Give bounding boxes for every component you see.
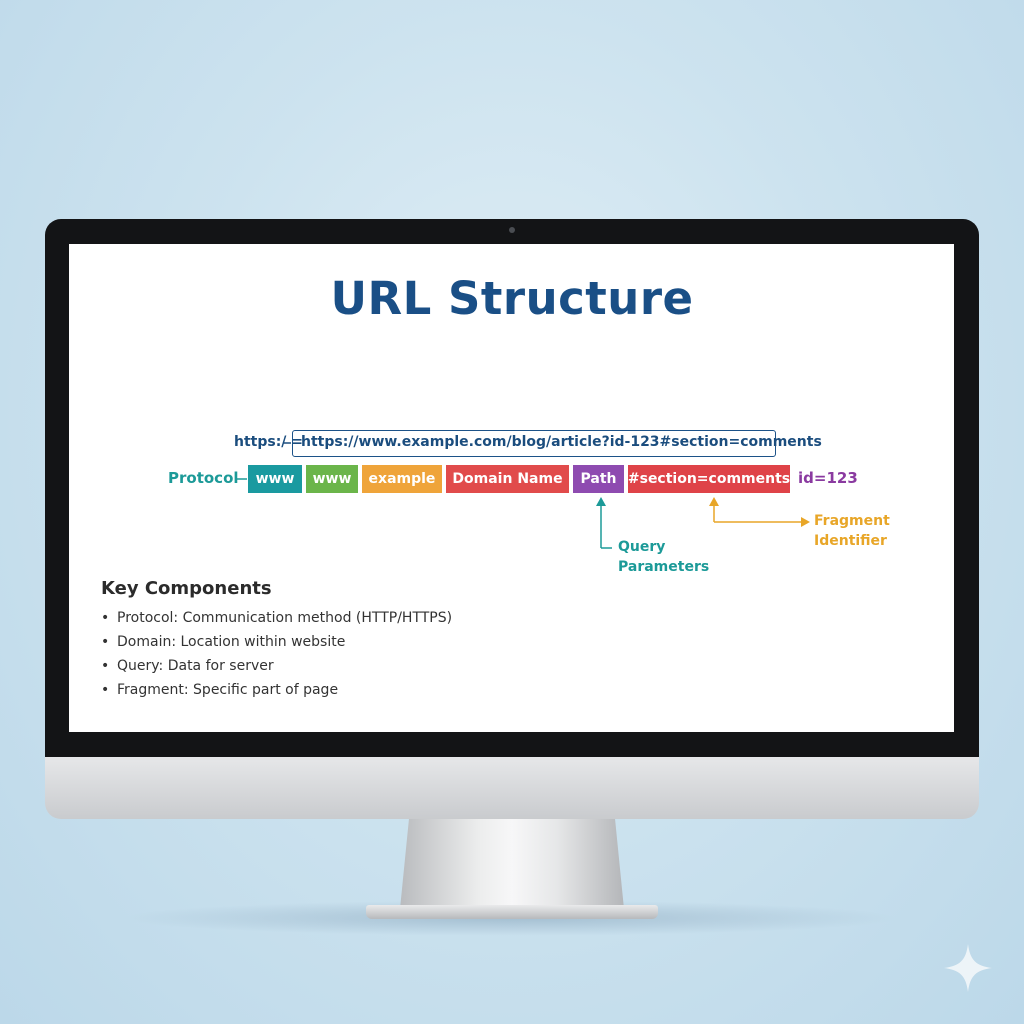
protocol-label: Protocol: [168, 469, 239, 487]
camera-icon: [509, 227, 515, 233]
fragment-annotation-line-1: Fragment: [814, 513, 890, 529]
list-item-term: Protocol:: [117, 610, 179, 626]
list-item: •Protocol: Communication method (HTTP/HT…: [101, 610, 453, 626]
segment-www-1: www: [248, 465, 302, 493]
fragment-arrowhead-right: [801, 517, 810, 527]
query-id-label: id=123: [798, 469, 858, 487]
list-item-term: Fragment:: [117, 682, 189, 698]
monitor-stand: [400, 819, 624, 909]
list-item-desc: Specific part of page: [193, 682, 339, 698]
url-box: https://www.example.com/blog/article?id-…: [292, 430, 822, 457]
protocol-abbreviation: https:/ =: [234, 434, 304, 450]
segment-fragment: #section=comments: [628, 465, 790, 493]
fragment-arrow: [713, 503, 804, 523]
segment-www-2: www: [306, 465, 358, 493]
list-item-desc: Communication method (HTTP/HTTPS): [182, 610, 453, 626]
list-item-desc: Data for server: [167, 658, 274, 674]
list-item: •Domain: Location within website: [101, 634, 346, 650]
page-title: URL Structure: [330, 272, 694, 325]
query-annotation-line-1: Query: [618, 539, 666, 555]
key-components-list: •Protocol: Communication method (HTTP/HT…: [101, 606, 452, 702]
query-parameters-annotation: Query Parameters: [618, 537, 709, 577]
list-item-term: Query:: [117, 658, 164, 674]
monitor-base: [366, 905, 658, 919]
fragment-arrowhead-up: [709, 497, 719, 506]
segment-domain-name: Domain Name: [446, 465, 569, 493]
segment-example: example: [362, 465, 442, 493]
list-item-desc: Location within website: [180, 634, 346, 650]
list-item-term: Domain:: [117, 634, 177, 650]
query-annotation-line-2: Parameters: [618, 559, 710, 575]
query-arrow: [600, 503, 612, 549]
key-components-title: Key Components: [101, 578, 272, 599]
query-arrowhead: [596, 497, 606, 506]
list-item: •Fragment: Specific part of page: [101, 682, 339, 698]
sparkle-icon: [944, 944, 992, 992]
fragment-annotation-line-2: Identifier: [814, 533, 887, 549]
monitor-chin: [45, 757, 979, 819]
list-item: •Query: Data for server: [101, 658, 274, 674]
segment-path: Path: [573, 465, 624, 493]
fragment-identifier-annotation: Fragment Identifier: [814, 511, 890, 551]
